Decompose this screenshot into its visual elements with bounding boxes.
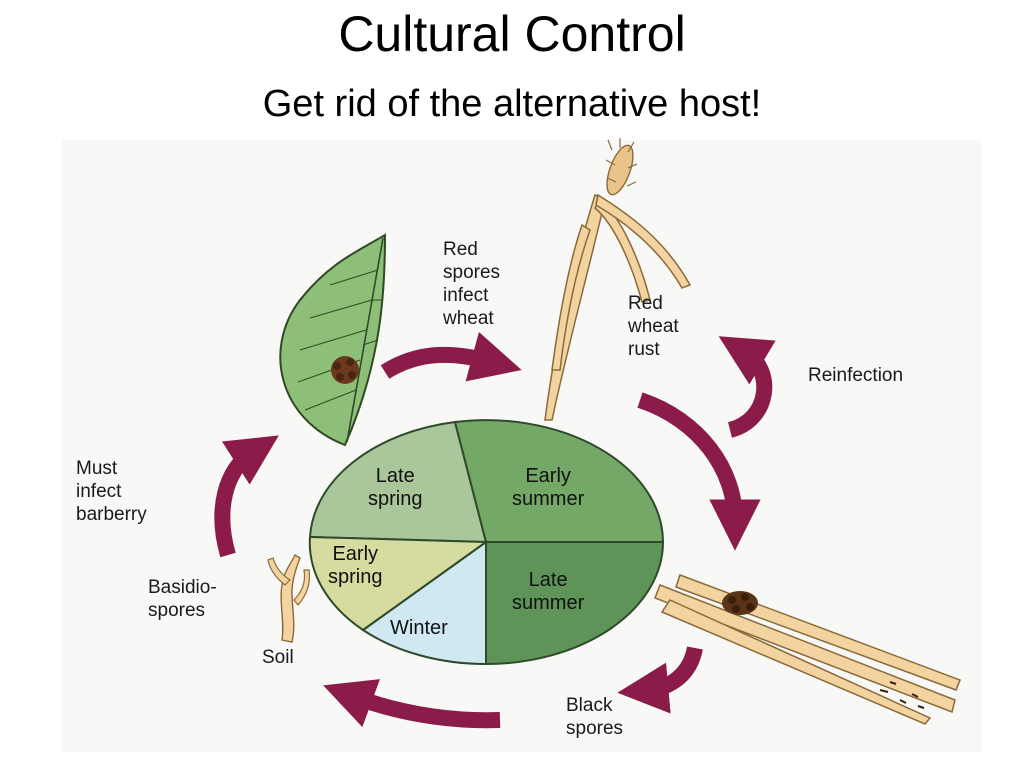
- pie-slice-winter: [361, 540, 487, 666]
- slide-title: Cultural Control: [338, 6, 686, 62]
- pie-slice-late-spring: [308, 420, 488, 544]
- wheat-plant-icon: [544, 138, 692, 421]
- pie-slice-late-summer: [485, 541, 665, 666]
- rust-spot: [331, 356, 359, 384]
- black-spore-spot: [722, 591, 758, 615]
- label-reinfection: Reinfection: [808, 365, 904, 386]
- basidiospores-icon: [267, 553, 311, 643]
- label-black-spores: Black spores: [566, 695, 624, 739]
- barberry-leaf-icon: [279, 233, 387, 447]
- pie-label-late-summer: Late summer: [512, 569, 585, 614]
- pie-label-late-spring: Late spring: [368, 465, 423, 510]
- slide-subtitle: Get rid of the alternative host!: [262, 83, 762, 125]
- arrow-reinfection: [718, 336, 776, 438]
- arrow-stem-to-black-spores: [617, 646, 703, 714]
- label-must-infect-barberry: Must infect barberry: [76, 458, 147, 525]
- pie-label-winter: Winter: [390, 617, 448, 639]
- arrow-leaf-to-wheat: [380, 331, 522, 382]
- arrow-soil-to-barberry: [214, 435, 279, 558]
- arrow-wheat-to-stem: [637, 392, 761, 551]
- pie-slice-early-spring: [308, 535, 489, 632]
- season-pie-chart: [308, 419, 665, 666]
- label-basidiospores: Basidio- spores: [148, 577, 217, 621]
- pie-label-early-summer: Early summer: [512, 465, 585, 510]
- pie-label-early-spring: Early spring: [328, 543, 383, 588]
- label-red-spores: Red spores infect wheat: [443, 239, 501, 329]
- label-red-wheat-rust: Red wheat rust: [628, 293, 679, 360]
- pie-slice-early-summer: [453, 419, 665, 543]
- wheat-stem-black-spores-icon: [654, 574, 961, 725]
- label-soil: Soil: [262, 647, 294, 668]
- arrow-to-soil: [323, 679, 501, 729]
- wheat-head-icon: [605, 138, 638, 196]
- cycle-arrows: [214, 331, 776, 729]
